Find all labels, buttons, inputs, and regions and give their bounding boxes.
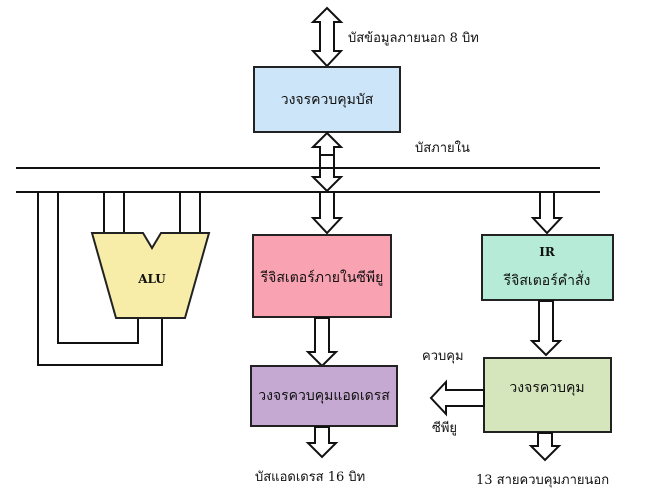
control-unit-block bbox=[483, 357, 612, 433]
alu-block bbox=[90, 232, 211, 319]
cpu-control-arrow bbox=[429, 379, 485, 417]
bus-to-instruction-register-arrow bbox=[530, 191, 564, 235]
registers-to-address-control-arrow bbox=[305, 317, 339, 368]
alu-output-loop-outer bbox=[37, 192, 163, 366]
ir-abbrev-label: IR bbox=[539, 245, 556, 259]
ir-to-control-unit-arrow bbox=[529, 300, 563, 357]
ir-name-label: รีจิสเตอร์คำสั่ง bbox=[503, 271, 590, 289]
instruction-register-block bbox=[481, 234, 614, 301]
bus-control-block bbox=[253, 66, 401, 133]
bus-control-to-internal-bus-arrow bbox=[310, 131, 344, 156]
address-control-label: วงจรควบคุมแอดเดรส bbox=[258, 388, 390, 404]
alu-output-loop-inner bbox=[57, 192, 139, 344]
external-control-lines-arrow bbox=[528, 432, 562, 462]
bus-control-label: วงจรควบคุมบัส bbox=[281, 92, 374, 108]
alu-label: ALU bbox=[137, 272, 166, 286]
address-bus-arrow bbox=[305, 426, 339, 459]
cpu-registers-block bbox=[252, 234, 392, 318]
cpu-control-label-line1: ควบคุม bbox=[422, 349, 464, 364]
control-unit-label: วงจรควบคุม bbox=[509, 380, 584, 396]
address-bus-label: บัสแอดเดรส 16 บิท bbox=[255, 470, 365, 485]
external-data-bus-label: บัสข้อมูลภายนอก 8 บิท bbox=[348, 31, 479, 46]
internal-bus-to-bus-control-arrow bbox=[310, 154, 344, 193]
cpu-registers-label: รีจิสเตอร์ภายในซีพียู bbox=[260, 269, 383, 286]
internal-bus-label: บัสภายใน bbox=[415, 140, 470, 156]
external-control-lines-label: 13 สายควบคุมภายนอก bbox=[476, 473, 609, 488]
external-data-bus-arrow bbox=[310, 6, 344, 68]
cpu-control-label-line2: ซีพียู bbox=[432, 420, 457, 436]
bus-to-registers-arrow bbox=[310, 191, 344, 235]
address-control-block bbox=[250, 365, 398, 427]
